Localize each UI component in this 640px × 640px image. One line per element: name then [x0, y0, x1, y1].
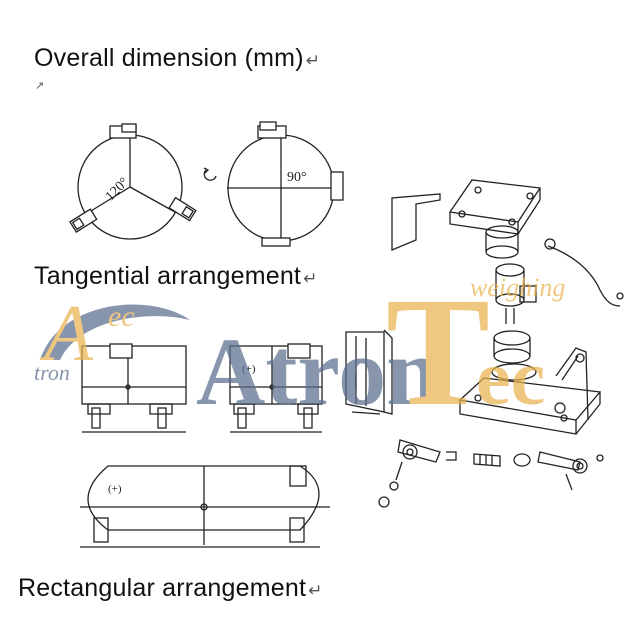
overall-dimension-heading: Overall dimension (mm)↵ [34, 44, 320, 73]
rectangular-arrangement-heading: Rectangular arrangement↵ [18, 574, 323, 603]
tangential-arrangement-text: Tangential arrangement [34, 262, 302, 290]
top-view-90: 90° [203, 121, 344, 247]
exploded-assembly [345, 179, 624, 508]
rect-side-view [81, 343, 187, 433]
top-view-120: 120° [69, 123, 197, 240]
end-view-arrow-label: (+) [242, 363, 256, 375]
rect-top-view: (+) [80, 465, 330, 548]
rectangular-arrangement-text: Rectangular arrangement [18, 574, 307, 602]
tangential-arrangement-heading: Tangential arrangement↵ [34, 262, 318, 291]
overall-dimension-text: Overall dimension (mm) [34, 44, 304, 72]
rect-end-view: (+) [229, 343, 323, 433]
angle-90-label: 90° [287, 170, 307, 185]
rotation-arrow-icon [203, 169, 217, 181]
return-mark-icon: ↵ [305, 51, 321, 70]
top-view-arrow-label: (+) [108, 483, 122, 495]
return-mark-icon: ↵ [308, 581, 323, 600]
angle-120-label: 120° [103, 175, 132, 204]
return-mark-icon: ↵ [303, 269, 318, 288]
tick-mark-icon: ↗ [35, 80, 45, 92]
